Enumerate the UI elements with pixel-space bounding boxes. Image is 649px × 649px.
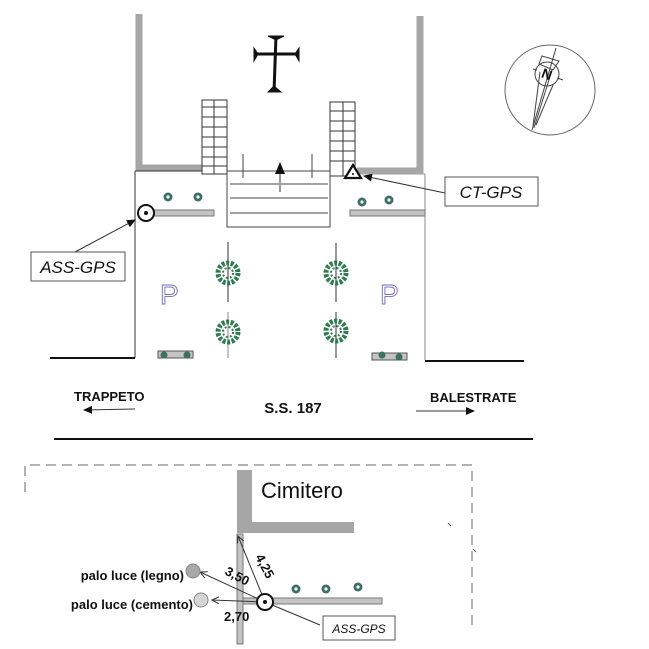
ass-gps-label: ASS-GPS xyxy=(39,258,116,277)
stair-tower-left xyxy=(201,99,228,175)
shrub-icon xyxy=(291,584,301,594)
cemetery-title: Cimitero xyxy=(261,478,343,503)
parking-sign-right: P xyxy=(380,279,399,310)
churchyard-outline xyxy=(50,170,524,362)
ass-gps-label-box-top: ASS-GPS xyxy=(30,251,126,282)
tree-row-left xyxy=(218,242,238,358)
road-name: S.S. 187 xyxy=(264,400,322,417)
entrance-stairs xyxy=(226,154,331,228)
ass-gps-marker-icon xyxy=(137,204,155,222)
distance-line-wall xyxy=(238,536,266,603)
pole-concrete-label: palo luce (cemento) xyxy=(71,597,193,612)
pole-concrete-icon xyxy=(193,592,209,608)
ass-gps-label-bottom: ASS-GPS xyxy=(331,622,385,636)
ass-gps-leader-line xyxy=(74,219,136,253)
shrub-icon xyxy=(353,582,363,592)
compass-north-label: N xyxy=(540,65,555,83)
parking-sign-left: P xyxy=(160,279,179,310)
shrub-icon xyxy=(321,584,331,594)
entrance-arrow-icon xyxy=(275,162,285,174)
shrub-icon xyxy=(357,197,367,207)
distance-value-wall: 4,25 xyxy=(252,551,277,580)
tick-mark xyxy=(447,522,452,527)
church-wall-left xyxy=(135,14,202,172)
pole-wood-icon xyxy=(185,563,201,579)
ct-gps-leader-line xyxy=(363,173,446,194)
ass-gps-label-box-bottom: ASS-GPS xyxy=(322,615,396,641)
ass-gps-marker-icon-bottom xyxy=(256,593,274,611)
ass-gps-bottom-leader-line xyxy=(264,601,321,626)
ct-gps-label: CT-GPS xyxy=(460,183,523,202)
car-icon xyxy=(371,351,408,361)
church-wall-right xyxy=(357,16,424,175)
cemetery-wall-vertical xyxy=(237,470,252,533)
direction-label-left: TRAPPETO xyxy=(74,389,145,404)
arrow-left-icon xyxy=(83,405,136,414)
shrub-icon xyxy=(384,195,394,205)
shrub-icon xyxy=(163,192,173,202)
tree-row-right xyxy=(326,243,346,358)
low-wall-right xyxy=(349,209,426,217)
distance-line-pole-wood xyxy=(200,572,266,603)
pole-wood-label: palo luce (legno) xyxy=(81,568,184,583)
ct-gps-marker-icon xyxy=(343,162,363,180)
stair-tower-right xyxy=(329,101,356,177)
ct-gps-label-box: CT-GPS xyxy=(444,176,539,207)
direction-label-right: BALESTRATE xyxy=(430,390,517,405)
tick-mark xyxy=(472,548,477,553)
cross-icon xyxy=(253,35,300,93)
shrub-icon xyxy=(193,192,203,202)
compass-icon: N xyxy=(504,44,596,136)
distance-value-pole-concrete: 2,70 xyxy=(224,609,249,624)
church-building xyxy=(135,14,424,175)
car-icon xyxy=(157,350,194,359)
low-wall-left xyxy=(152,209,215,217)
